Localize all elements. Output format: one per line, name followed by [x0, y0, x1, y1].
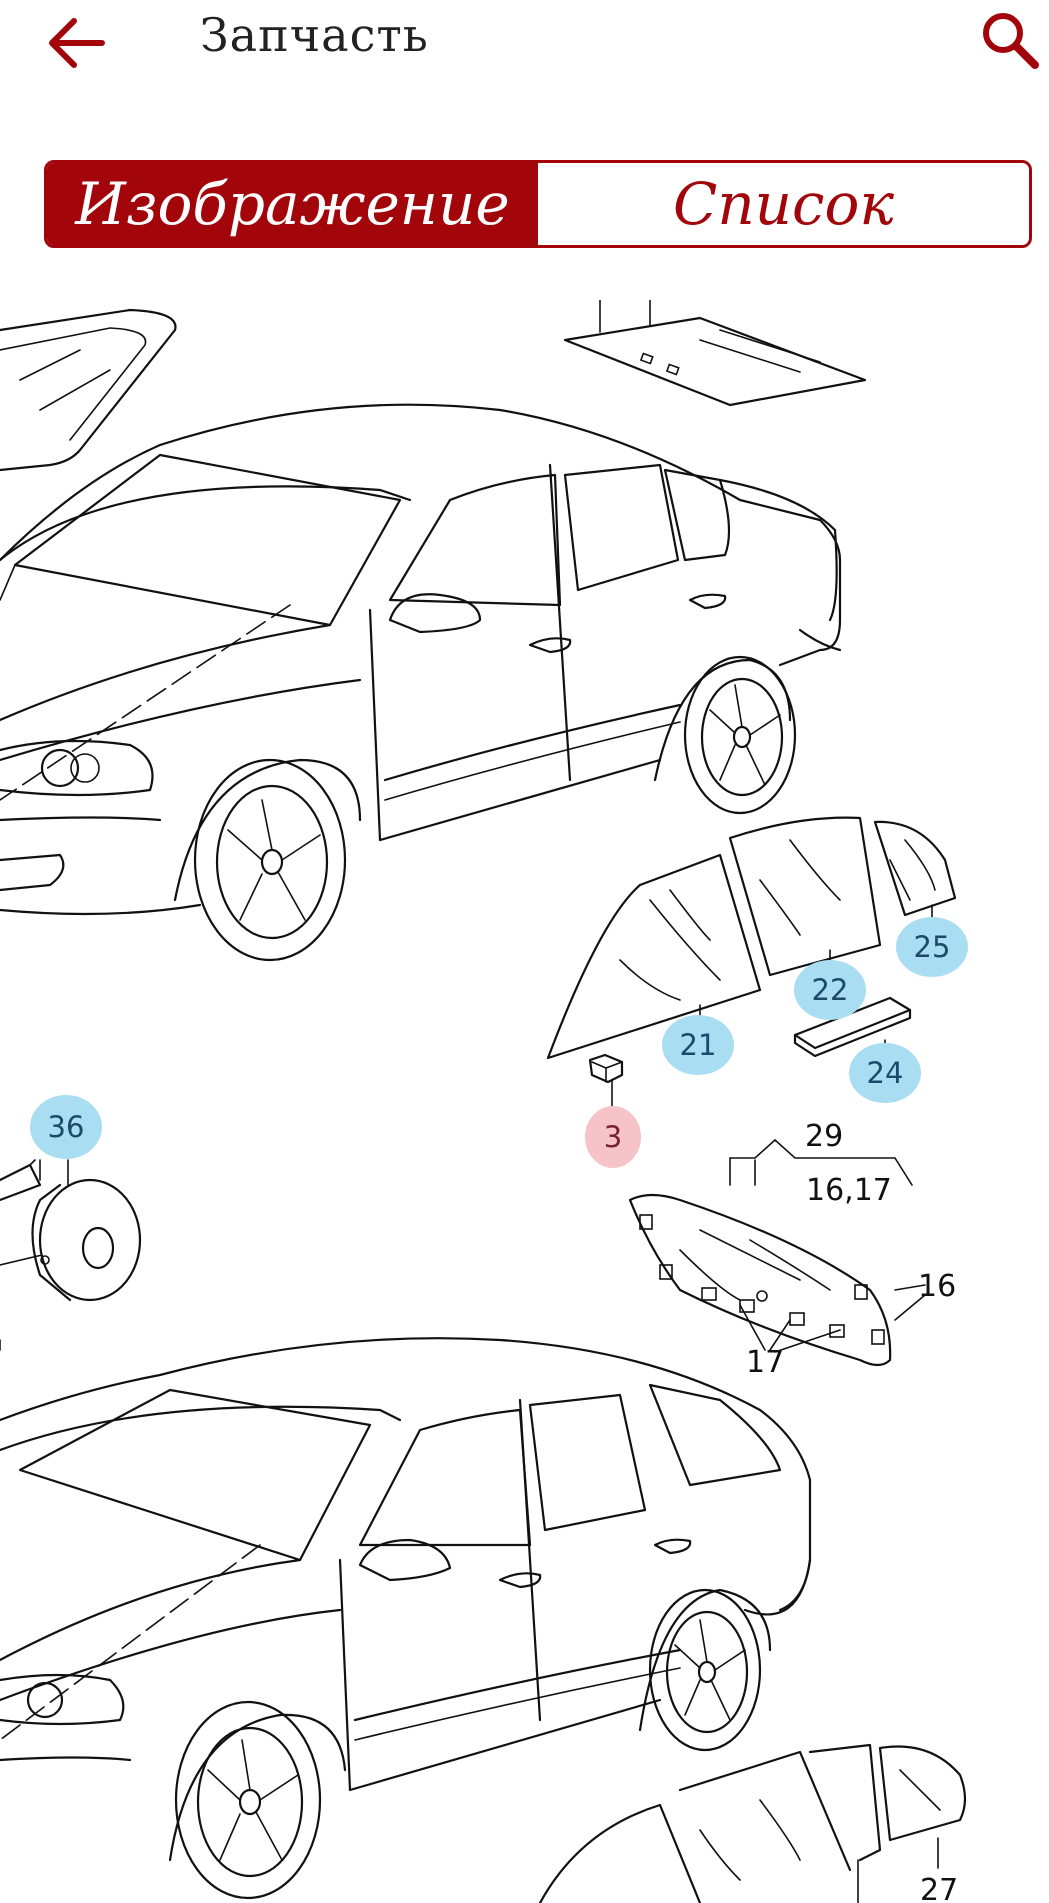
sedan-car-drawing	[0, 403, 842, 962]
top-bar: Запчасть	[0, 0, 1049, 90]
svg-text:3: 3	[604, 1120, 622, 1154]
parts-diagram[interactable]: 25 22 21 24 3 36 29 16,17 16 17 27	[0, 300, 1049, 1903]
callout-22[interactable]: 22	[794, 949, 866, 1020]
tab-list[interactable]: Список	[538, 163, 1029, 245]
side-glass-panels	[546, 816, 957, 1060]
svg-text:25: 25	[914, 930, 951, 964]
callout-16-17: 16,17	[806, 1173, 892, 1208]
glass-strip	[793, 996, 912, 1058]
callout-27: 27	[920, 1873, 958, 1903]
glass-panel-top-left	[0, 308, 177, 472]
svg-text:22: 22	[812, 973, 849, 1007]
glass-panel-top-right	[563, 300, 867, 407]
back-button[interactable]	[40, 5, 120, 80]
rear-glass-panel	[628, 1138, 926, 1367]
svg-text:21: 21	[680, 1028, 717, 1062]
wagon-car-drawing	[0, 1337, 812, 1900]
callout-29: 29	[805, 1119, 843, 1154]
callout-16: 16	[918, 1269, 956, 1304]
callout-25[interactable]: 25	[896, 904, 968, 977]
search-icon	[983, 13, 1039, 69]
svg-text:24: 24	[867, 1056, 904, 1090]
callout-21[interactable]: 21	[662, 1004, 734, 1075]
callout-36[interactable]: 36	[30, 1095, 102, 1159]
bottom-glass-panels	[538, 1743, 967, 1903]
clip-part	[588, 1053, 624, 1111]
page-title: Запчасть	[200, 8, 429, 62]
arrow-left-icon	[49, 18, 105, 68]
tab-image[interactable]: Изображение	[47, 163, 538, 245]
callout-17: 17	[746, 1345, 784, 1380]
view-toggle: Изображение Список	[44, 160, 1032, 248]
callout-3[interactable]: 3	[585, 1106, 641, 1168]
search-button[interactable]	[975, 5, 1045, 75]
washer-part	[0, 1159, 142, 1351]
callout-24[interactable]: 24	[849, 1039, 921, 1103]
svg-text:36: 36	[48, 1110, 85, 1144]
